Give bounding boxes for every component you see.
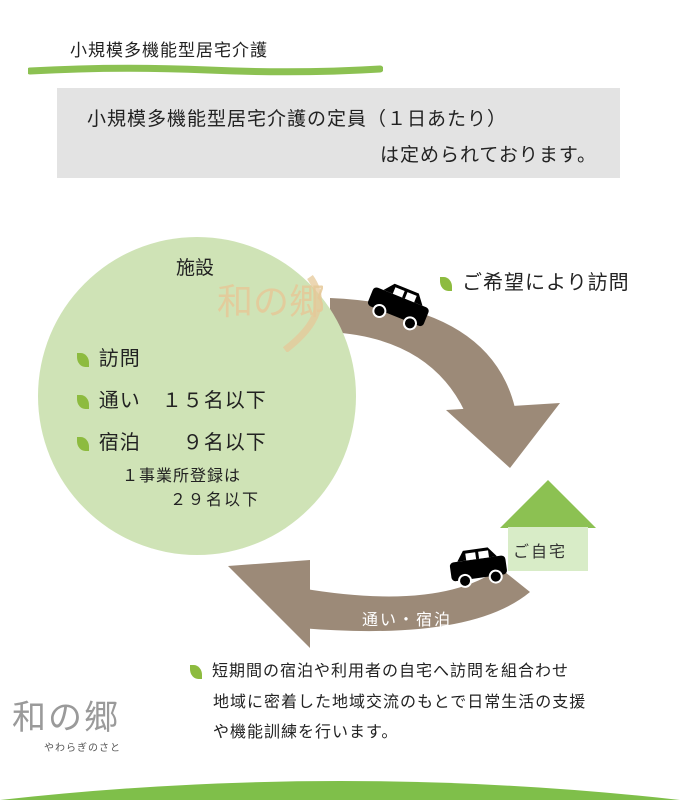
watermark-text: 和の郷 [217,282,323,323]
description-line1: 短期間の宿泊や利用者の自宅へ訪問を組合わせ [190,657,569,681]
notice-text-line2: は定められております。 [380,144,597,166]
car-icon [367,283,429,331]
service-visit-label: 訪問 [98,346,141,370]
description-line1-text: 短期間の宿泊や利用者の自宅へ訪問を組合わせ [212,661,570,680]
facility-title: 施設 [176,257,215,279]
car-icon [449,547,507,588]
title-underline [28,64,383,76]
visit-arrow-head [446,403,560,468]
visit-arrow-body [330,298,515,412]
registration-line2: ２９名以下 [170,490,261,509]
leaf-bullet-icon [190,664,202,679]
visit-callout: ご希望により訪問 [440,266,630,295]
logo-reading: やわらぎのさと [44,743,121,754]
notice-text-line1: 小規模多機能型居宅介護の定員（１日あたり） [87,108,508,130]
facility-circle [38,237,356,555]
description-line2: 地域に密着した地域交流のもとで日常生活の支援 [213,692,587,711]
service-daycare-label: 通い １５名以下 [98,388,267,412]
service-visit: 訪問 [62,318,141,371]
service-stay-label: 宿泊 ９名以下 [98,430,267,454]
service-daycare: 通い １５名以下 [62,360,267,413]
daycare-arrow-body [300,568,530,632]
description-line3: や機能訓練を行います。 [213,722,399,741]
leaf-bullet-icon [76,352,89,367]
registration-line1: １事業所登録は [122,466,242,485]
house-icon [500,480,596,571]
ground-decoration [0,781,680,800]
service-stay: 宿泊 ９名以下 [62,402,267,455]
daycare-arrow-head [228,560,310,648]
logo-name: 和の郷 [12,698,120,738]
watermark-logo: 和の郷 [217,274,323,352]
visit-callout-label: ご希望により訪問 [462,270,630,294]
daycare-stay-label: 通い・宿泊 [362,610,453,629]
notice-box [57,88,620,178]
page-title: 小規模多機能型居宅介護 [70,41,268,61]
leaf-bullet-icon [76,394,89,409]
leaf-bullet-icon [76,436,89,451]
leaf-bullet-icon [440,276,452,291]
home-label: ご自宅 [513,542,568,561]
